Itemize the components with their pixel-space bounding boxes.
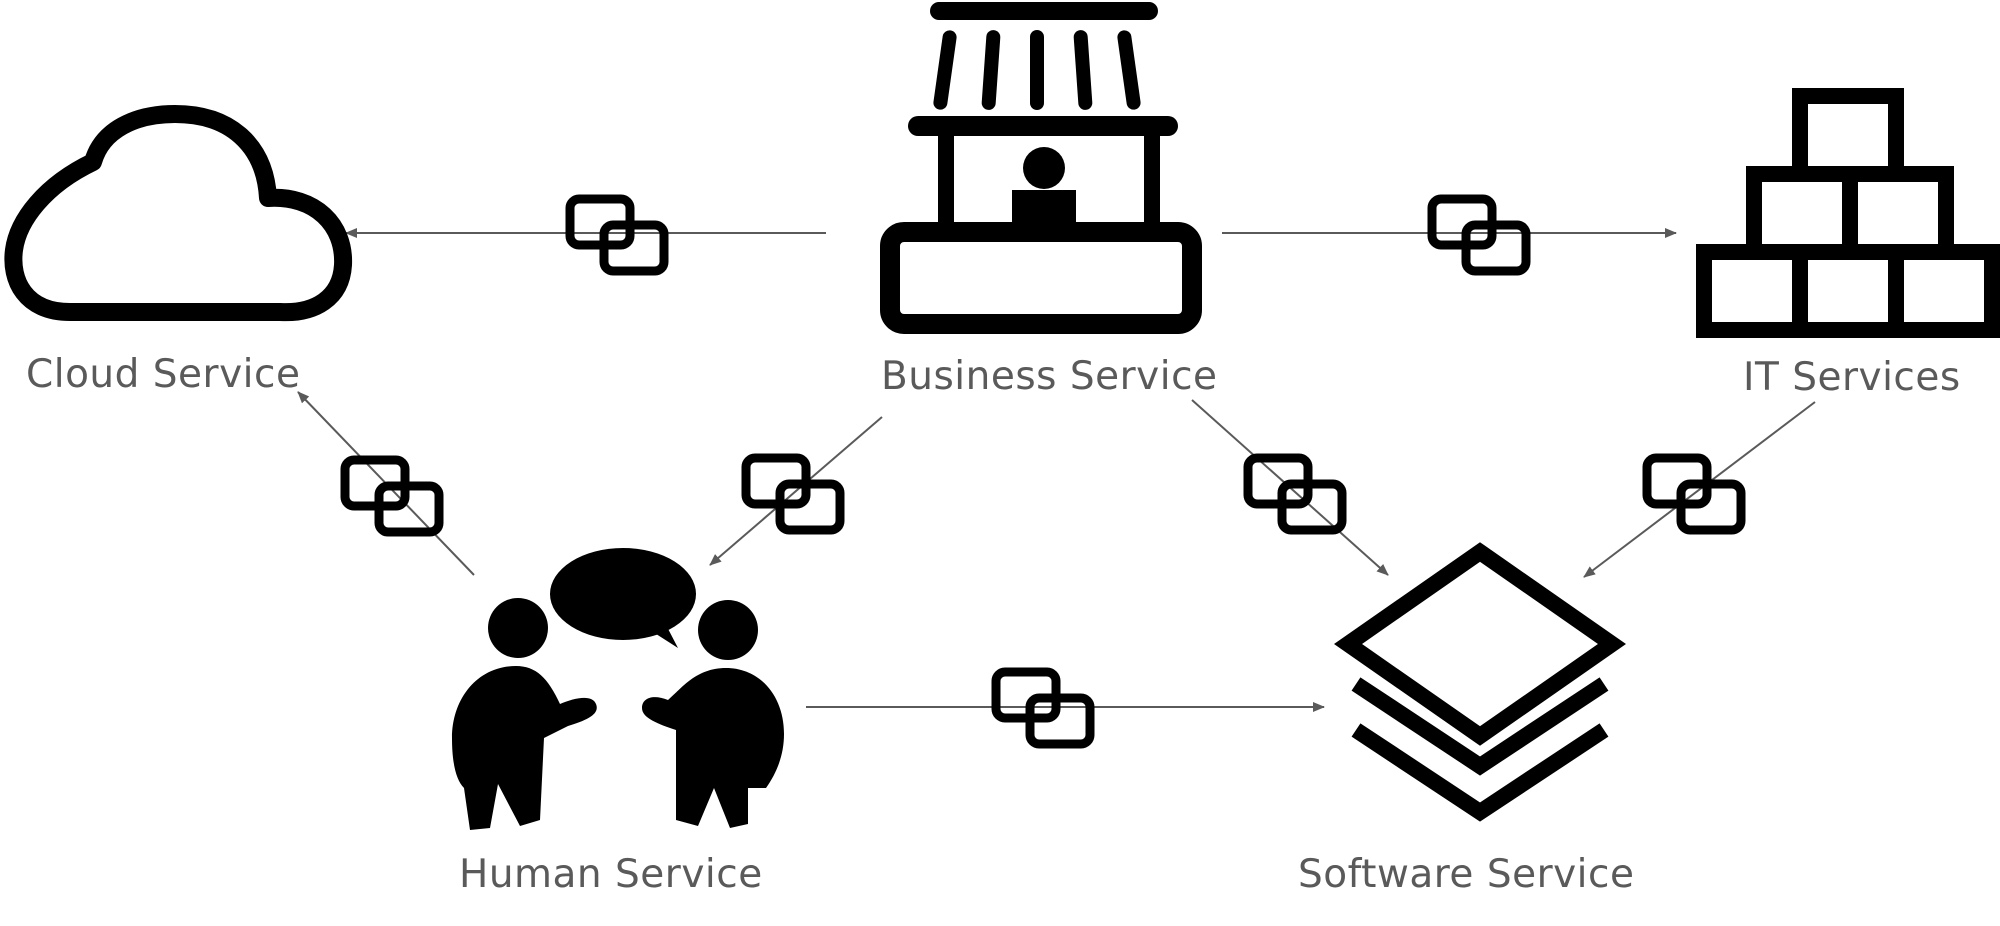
business-node	[872, 0, 1212, 340]
link-icon	[996, 672, 1090, 744]
stacked-boxes-icon	[1696, 88, 2000, 338]
link-icon	[570, 199, 664, 271]
it-node	[1690, 88, 2000, 342]
cloud-icon	[4, 105, 353, 322]
cloud-service-label: Cloud Service	[26, 352, 301, 397]
link-icon	[345, 460, 439, 532]
human-service-label: Human Service	[459, 852, 763, 897]
it-services-label: IT Services	[1743, 355, 1961, 400]
link-icon	[1248, 458, 1342, 530]
market-stall-icon	[880, 2, 1202, 334]
software-node	[1334, 542, 1636, 832]
human-node	[448, 548, 798, 838]
link-icon	[1432, 199, 1526, 271]
people-talking-icon	[452, 548, 784, 830]
layers-icon	[1334, 542, 1626, 822]
business-service-label: Business Service	[881, 354, 1218, 399]
arrow-business-to-human	[709, 416, 883, 566]
link-icon	[746, 458, 840, 530]
arrow-it-to-software	[1583, 401, 1816, 578]
cloud-node	[0, 100, 360, 340]
link-icon	[1647, 458, 1741, 530]
software-service-label: Software Service	[1298, 852, 1635, 897]
